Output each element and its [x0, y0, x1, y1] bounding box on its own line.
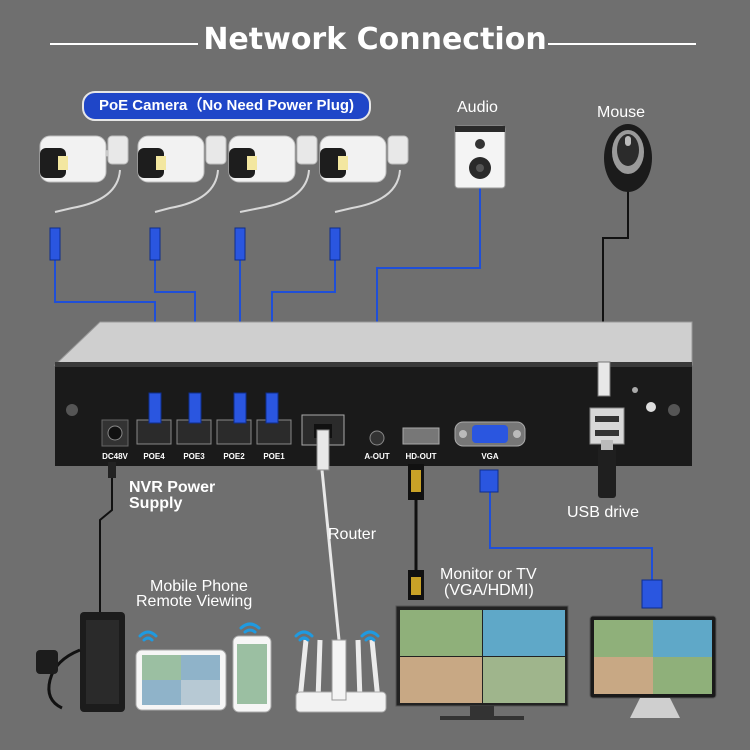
- mouse-icon: [604, 124, 652, 192]
- port-label-poe3: POE3: [183, 452, 205, 461]
- power-adapter-icon: [36, 612, 125, 712]
- title-divider-right: [548, 43, 696, 45]
- port-label-poe1: POE1: [263, 452, 285, 461]
- poe-camera-4: [319, 135, 409, 261]
- wifi-icon-tablet: [138, 630, 158, 642]
- vga-cable: [489, 492, 653, 582]
- wifi-icon-router-right: [360, 630, 380, 642]
- nvr-power-label-line2: Supply: [129, 495, 183, 512]
- poe-camera-2: [137, 135, 227, 261]
- poe-camera-badge: PoE Camera（No Need Power Plug): [82, 91, 371, 121]
- speaker-icon: [454, 125, 506, 189]
- router-label: Router: [328, 526, 377, 543]
- lan-plug: [316, 429, 330, 471]
- tablet-icon: [135, 649, 227, 711]
- monitor-label-line1: Monitor or TV: [440, 566, 537, 583]
- phone-icon: [232, 635, 272, 713]
- port-label-poe2: POE2: [223, 452, 245, 461]
- dc-plug: [108, 462, 116, 478]
- nvr-recorder: [53, 321, 693, 466]
- usb-drive-label: USB drive: [567, 504, 640, 521]
- audio-label: Audio: [457, 99, 498, 116]
- tv-monitor-hdmi: [395, 605, 569, 720]
- mouse-label: Mouse: [597, 104, 646, 121]
- title-divider-left: [50, 43, 198, 45]
- diagram-title: Network Connection: [203, 22, 547, 57]
- port-label-dc48v: DC48V: [102, 452, 128, 461]
- wifi-icon-phone: [239, 622, 261, 634]
- vga-plug: [479, 469, 499, 493]
- power-cable: [99, 475, 113, 612]
- port-label-poe4: POE4: [143, 452, 165, 461]
- poe-camera-3: [228, 135, 318, 261]
- mobile-label-line1: Mobile Phone: [150, 578, 248, 595]
- port-label-vga: VGA: [481, 452, 499, 461]
- mobile-label-line2: Remote Viewing: [136, 593, 253, 610]
- router-cable: [320, 469, 341, 641]
- mouse-cable: [602, 190, 629, 362]
- vga-plug-monitor: [641, 579, 663, 609]
- poe-camera-1: [39, 135, 129, 261]
- port-label-a-out: A-OUT: [364, 452, 390, 461]
- wifi-icon-router-left: [294, 630, 314, 642]
- monitor-label-line2: (VGA/HDMI): [444, 582, 534, 599]
- nvr-power-label-line1: NVR Power: [129, 479, 216, 496]
- port-label-hd-out: HD-OUT: [405, 452, 437, 461]
- usb-drive-icon: [598, 446, 616, 498]
- monitor-vga: [589, 615, 717, 718]
- router-icon: [295, 639, 387, 713]
